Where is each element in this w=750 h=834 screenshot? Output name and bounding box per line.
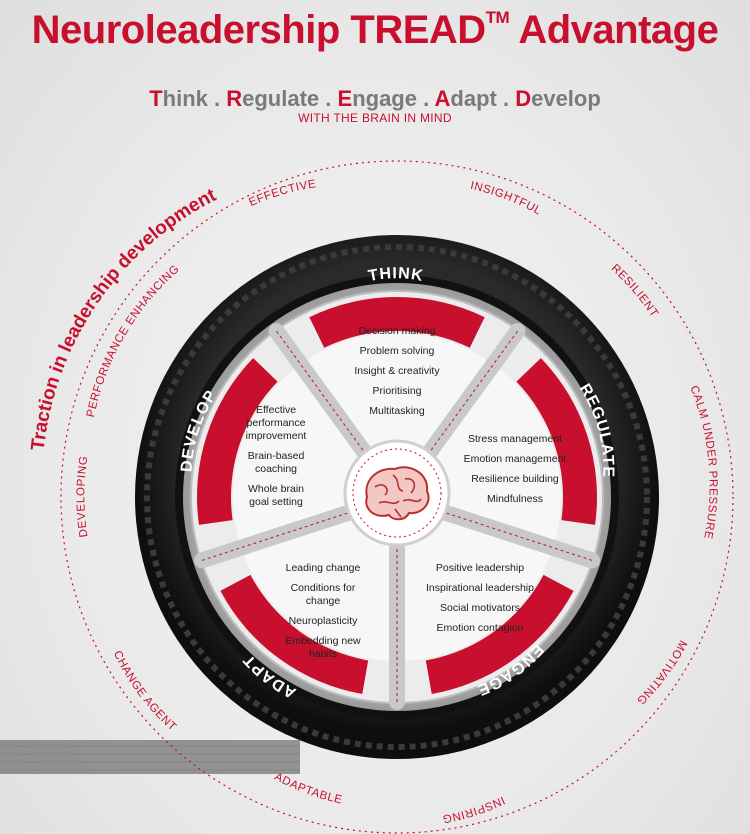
think-item: Decision making [358, 325, 435, 337]
tagline-rest-adapt: dapt [450, 86, 497, 111]
regulate-item: Emotion management [464, 453, 567, 465]
outer-word-calm-text: CALM UNDER PRESSURE [687, 384, 718, 540]
develop-item: performance [247, 417, 306, 429]
tagline-rest-think: hink [162, 86, 208, 111]
outer-word-developing: DEVELOPING [75, 455, 90, 538]
adapt-item: Embedding new [285, 635, 361, 647]
segment-ring [197, 296, 597, 694]
develop-item: Brain-based [248, 450, 305, 462]
segment-label-think: THINK [367, 265, 425, 285]
segment-engage [425, 574, 574, 694]
engage-item: Inspirational leadership [426, 582, 534, 594]
develop-item: Effective [256, 404, 296, 416]
tagline-rest-develop: evelop [531, 86, 601, 111]
brain-icon [365, 466, 430, 521]
adapt-item: Neuroplasticity [289, 615, 359, 627]
wheel-spokes [194, 323, 600, 710]
outer-word-motivating-text: MOTIVATING [634, 638, 688, 707]
think-item: Problem solving [360, 345, 435, 357]
engage-item: Social motivators [440, 602, 520, 614]
tagline-subtitle: WITH THE BRAIN IN MIND [298, 111, 452, 125]
think-item: Insight & creativity [354, 365, 440, 377]
tagline-rest-engage: ngage [352, 86, 417, 111]
engage-item: Positive leadership [436, 562, 524, 574]
outer-word-calm: CALM UNDER PRESSURE [687, 384, 718, 540]
outer-word-resilient-text: RESILIENT [609, 262, 660, 319]
tagline-initial-e: E [337, 86, 353, 111]
regulate-items: Stress management Emotion management Res… [464, 433, 567, 505]
regulate-item: Resilience building [471, 473, 559, 485]
tagline-sep: . [496, 86, 516, 111]
outer-word-change-agent: CHANGE AGENT [111, 649, 179, 734]
tagline-rest-regulate: egulate [242, 86, 320, 111]
adapt-item: change [306, 595, 341, 607]
engage-item: Emotion contagion [437, 622, 524, 634]
outer-word-resilient: RESILIENT [609, 262, 661, 319]
page-title: Neuroleadership TREADTM Advantage [0, 8, 750, 53]
adapt-items: Leading change Conditions for change Neu… [285, 562, 361, 660]
outer-word-developing-text: DEVELOPING [75, 455, 90, 538]
adapt-item: Leading change [286, 562, 361, 574]
hub-dots [352, 448, 442, 538]
develop-item: goal setting [249, 496, 303, 508]
develop-item: coaching [255, 463, 297, 475]
road-tread-mark [0, 740, 300, 774]
think-item: Multitasking [369, 405, 425, 417]
adapt-item: Conditions for [291, 582, 356, 594]
segment-adapt [220, 574, 369, 694]
develop-items: Effective performance improvement Brain-… [246, 404, 307, 508]
regulate-item: Stress management [468, 433, 562, 445]
regulate-item: Mindfulness [487, 493, 543, 505]
segment-develop [197, 358, 278, 525]
outer-dotted-ring [60, 160, 734, 834]
outer-word-change-agent-text: CHANGE AGENT [111, 649, 178, 734]
spoke-dash [276, 330, 367, 456]
tagline-initial-r: R [226, 86, 243, 111]
develop-item: Whole brain [248, 483, 304, 495]
trademark: TM [485, 7, 510, 27]
tagline-sep: . [319, 86, 338, 111]
title-text-after: Advantage [518, 8, 719, 52]
outer-word-adaptable-text: ADAPTABLE [272, 771, 343, 807]
develop-item: improvement [246, 430, 307, 442]
segment-label-think-text: THINK [367, 265, 424, 285]
outer-word-effective: EFFECTIVE [247, 178, 317, 209]
tagline-sep: . [416, 86, 435, 111]
spoke-dash [427, 330, 518, 456]
outer-word-inspiring-text: INSPIRING [441, 794, 506, 825]
segment-think [309, 296, 485, 348]
think-item: Prioritising [372, 385, 421, 397]
outer-word-insightful-text: INSIGHTFUL [469, 180, 543, 218]
spoke-dash [201, 512, 348, 561]
outer-word-insightful: INSIGHTFUL [469, 180, 543, 218]
title-text: Neuroleadership TREAD [31, 8, 487, 52]
tagline-sep: . [207, 86, 227, 111]
segment-regulate [516, 358, 597, 525]
outer-word-motivating: MOTIVATING [634, 638, 689, 707]
tagline: Think . Regulate . Engage . Adapt . Deve… [0, 86, 750, 112]
think-items: Decision making Problem solving Insight … [354, 325, 440, 417]
outer-word-adaptable: ADAPTABLE [272, 771, 343, 807]
adapt-item: habits [309, 648, 337, 660]
tire-tread [144, 244, 650, 750]
tagline-initial-a: A [434, 86, 451, 111]
tagline-initial-d: D [515, 86, 532, 111]
spoke-dash [446, 512, 593, 561]
outer-word-inspiring: INSPIRING [441, 794, 506, 825]
outer-word-effective-text: EFFECTIVE [247, 178, 316, 209]
engage-items: Positive leadership Inspirational leader… [426, 562, 534, 634]
tagline-initial-t: T [149, 86, 163, 111]
